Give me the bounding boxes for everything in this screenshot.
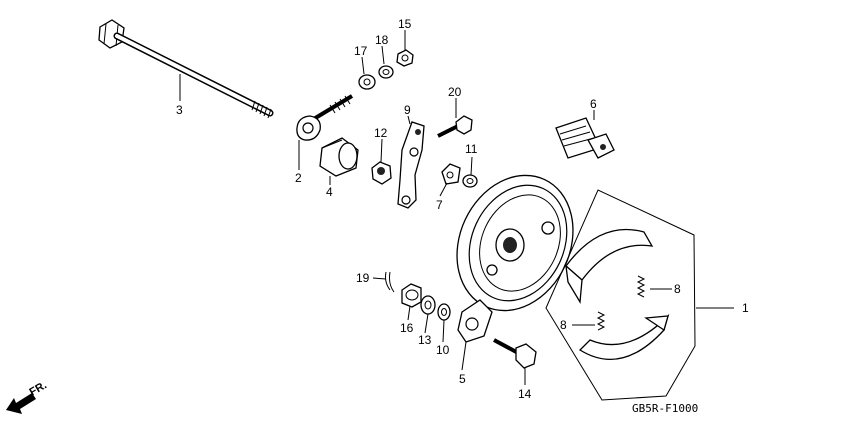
nut-15-part xyxy=(396,49,414,67)
adjuster-bolt-part xyxy=(296,94,354,141)
callout-8-upper: 8 xyxy=(674,282,681,296)
nut-12-part xyxy=(371,161,392,185)
washer-18-part xyxy=(378,65,394,79)
brake-shoe-set-part xyxy=(545,189,696,401)
callout-17: 17 xyxy=(354,44,368,58)
direction-arrow-icon xyxy=(6,393,36,414)
callout-10: 10 xyxy=(436,343,450,357)
callout-14: 14 xyxy=(518,387,532,401)
callout-13: 13 xyxy=(418,333,432,347)
bolt-20-part xyxy=(437,115,473,138)
washer-17-part xyxy=(358,74,376,90)
callout-7: 7 xyxy=(436,198,443,212)
callout-3: 3 xyxy=(176,103,183,117)
axle-part xyxy=(98,19,274,119)
cam-shaft-part xyxy=(555,117,615,159)
washer-13-part xyxy=(420,295,436,315)
callout-19: 19 xyxy=(356,271,370,285)
callout-15: 15 xyxy=(398,17,412,31)
callout-labels: 1 2 3 4 5 6 7 8 8 9 10 11 12 13 14 15 16… xyxy=(176,17,749,401)
callout-12: 12 xyxy=(374,126,388,140)
washer-11-part xyxy=(462,174,478,188)
callout-11: 11 xyxy=(465,142,478,156)
indicator-plate-part xyxy=(441,163,461,185)
callout-6: 6 xyxy=(590,97,597,111)
diagram-code: GB5R-F1000 xyxy=(632,402,698,415)
leader-lines xyxy=(179,30,734,385)
cotter-pin-part xyxy=(385,271,395,293)
callout-20: 20 xyxy=(448,85,462,99)
washer-10-part xyxy=(437,303,451,321)
callout-16: 16 xyxy=(400,321,414,335)
front-direction-indicator: FR. xyxy=(6,379,49,414)
callout-9: 9 xyxy=(404,103,411,117)
brake-arm-part xyxy=(397,121,425,209)
callout-1: 1 xyxy=(742,301,749,315)
callout-2: 2 xyxy=(295,171,302,185)
brake-panel-part xyxy=(456,174,574,343)
direction-label: FR. xyxy=(28,379,49,398)
callout-8-lower: 8 xyxy=(560,318,567,332)
collar-part xyxy=(319,137,359,177)
callout-5: 5 xyxy=(459,372,466,386)
callout-18: 18 xyxy=(375,33,389,47)
nut-16-part xyxy=(401,283,422,308)
bolt-14-part xyxy=(493,338,537,369)
callout-4: 4 xyxy=(326,185,333,199)
